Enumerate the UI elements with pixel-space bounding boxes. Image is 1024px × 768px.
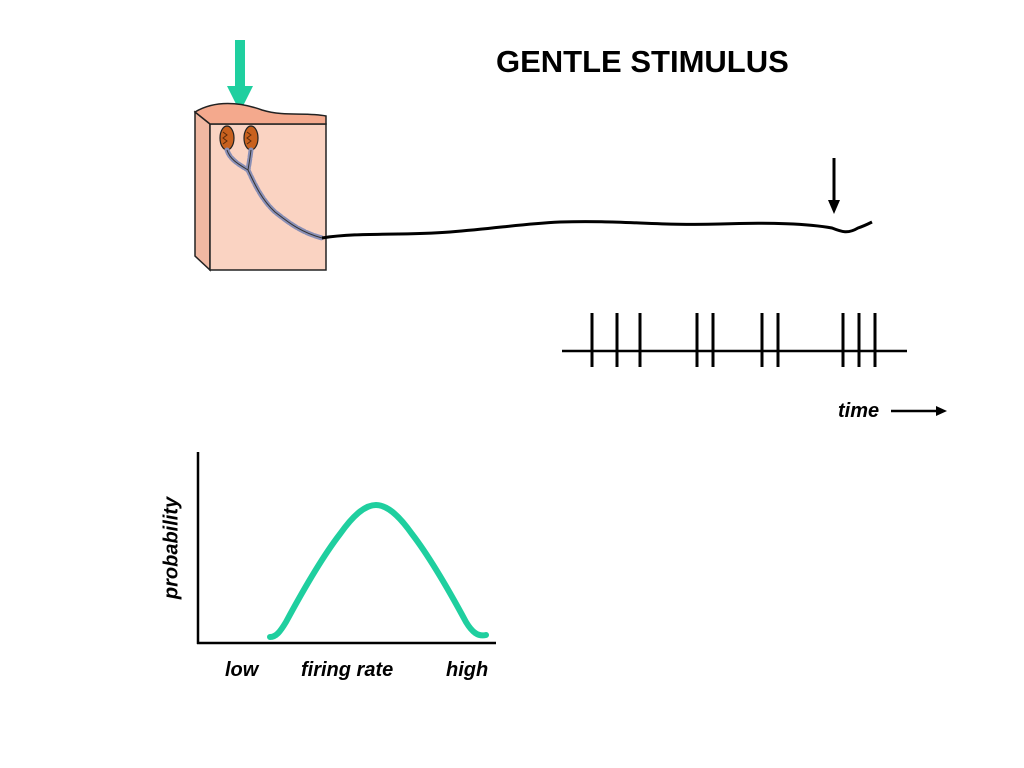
spike-ticks — [590, 313, 877, 367]
time-arrow — [891, 406, 947, 416]
skin-block — [193, 102, 327, 272]
recording-arrow — [828, 158, 840, 214]
axon-line — [321, 220, 873, 240]
x-label-high: high — [446, 659, 489, 681]
page-title: GENTLE STIMULUS — [496, 44, 789, 79]
skin-side-face — [194, 110, 211, 272]
receptor-right — [243, 125, 259, 151]
spike-train — [562, 313, 907, 367]
y-axis-label: probability — [160, 496, 183, 600]
x-label-firing-rate: firing rate — [301, 659, 394, 681]
time-label: time — [838, 400, 880, 422]
skin-top-surface — [193, 102, 327, 125]
x-label-low: low — [225, 659, 259, 681]
stimulus-arrow — [227, 40, 253, 112]
probability-curve — [267, 501, 489, 640]
graph-axes — [196, 452, 496, 645]
receptor-left — [219, 125, 235, 151]
